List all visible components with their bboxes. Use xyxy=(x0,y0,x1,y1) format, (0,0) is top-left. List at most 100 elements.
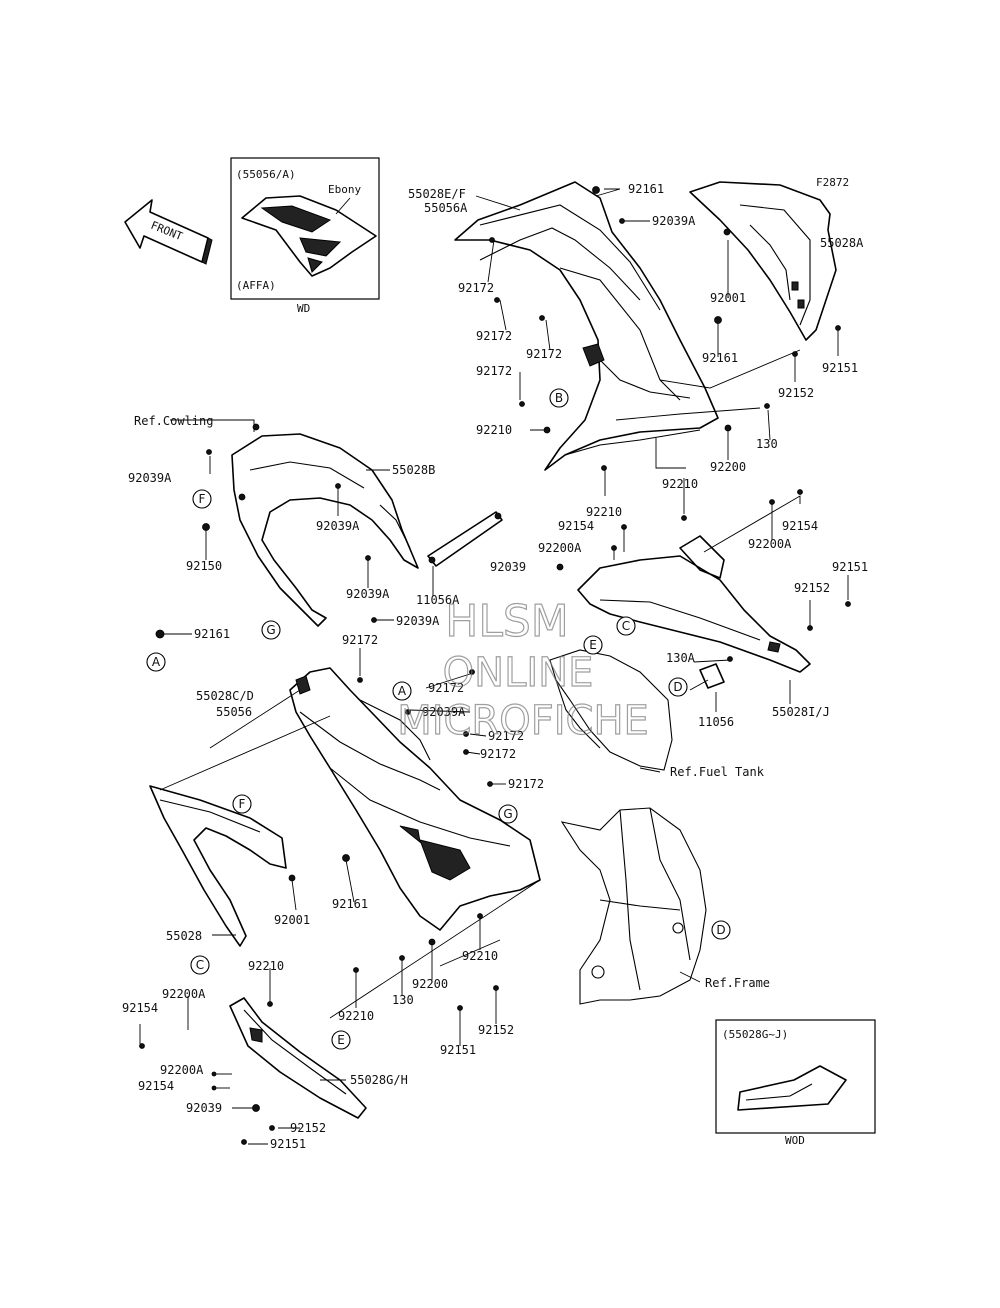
front-arrow-icon: FRONT xyxy=(124,199,213,265)
callout-label: G xyxy=(266,623,275,637)
callout-f-upper: F xyxy=(192,489,212,509)
callout-label: G xyxy=(503,807,512,821)
callout-label: B xyxy=(555,391,563,405)
part-label: 92200A xyxy=(748,537,792,551)
inset-top: (55056/A) Ebony (AFFA) WD xyxy=(230,157,380,315)
part-label: 92154 xyxy=(782,519,818,533)
callout-label: E xyxy=(337,1033,345,1047)
part-label: 92001 xyxy=(274,913,310,927)
ref-cowling-label: Ref.Cowling xyxy=(134,414,213,428)
part-label: 92039A xyxy=(422,705,466,719)
callout-label: C xyxy=(196,958,204,972)
part-label: 92172 xyxy=(342,633,378,647)
part-label: 55028E/F xyxy=(408,187,466,201)
part-label: 92039A xyxy=(652,214,696,228)
leader-lines xyxy=(139,188,849,1145)
part-label: 92172 xyxy=(476,364,512,378)
left-cover-55028 xyxy=(149,785,287,947)
front-arrow-label: FRONT xyxy=(149,219,185,244)
middle-cowl-55028IJ xyxy=(577,535,811,673)
part-label: 92210 xyxy=(662,477,698,491)
callout-label: C xyxy=(622,619,630,633)
part-label: 92172 xyxy=(508,777,544,791)
part-label: 92172 xyxy=(526,347,562,361)
part-label: 55028 xyxy=(166,929,202,943)
part-label: 92161 xyxy=(194,627,230,641)
part-label: 92172 xyxy=(480,747,516,761)
part-label: 92200 xyxy=(710,460,746,474)
watermark-line2: ONLINE xyxy=(443,650,594,696)
inset-top-caption: WD xyxy=(297,302,310,315)
callout-label: A xyxy=(152,655,161,669)
callout-label: D xyxy=(673,680,682,694)
part-label: 92152 xyxy=(778,386,814,400)
callout-e-lower: E xyxy=(331,1030,351,1050)
callout-g-upper: G xyxy=(261,620,281,640)
inset-bottom-header: (55028G~J) xyxy=(722,1028,788,1041)
part-label: 55028A xyxy=(820,236,864,250)
inset-top-cowl xyxy=(241,195,377,277)
part-label: 92200 xyxy=(412,977,448,991)
part-label: 11056 xyxy=(698,715,734,729)
part-label: 92200A xyxy=(160,1063,204,1077)
part-label: 55028I/J xyxy=(772,705,830,719)
callout-a-left: A xyxy=(146,652,166,672)
diagram-code: F2872 xyxy=(816,176,849,189)
callout-d-upper: D xyxy=(668,677,688,697)
part-label: 130A xyxy=(666,651,696,665)
ref-frame-label: Ref.Frame xyxy=(705,976,770,990)
part-label: 92039 xyxy=(186,1101,222,1115)
watermark-line1: HLSM xyxy=(445,596,569,647)
belly-pan-55028GH xyxy=(229,997,367,1119)
part-label: 92154 xyxy=(138,1079,174,1093)
right-cowl-part xyxy=(689,181,837,341)
part-label: 92172 xyxy=(458,281,494,295)
inset-bottom: (55028G~J) WOD xyxy=(715,1019,876,1147)
part-label: 92161 xyxy=(628,182,664,196)
part-label: 92161 xyxy=(702,351,738,365)
inset-top-color: Ebony xyxy=(328,183,361,196)
callout-label: E xyxy=(589,638,597,652)
side-panel-55028B xyxy=(231,433,419,627)
part-label: 55056 xyxy=(216,705,252,719)
part-label: 92210 xyxy=(586,505,622,519)
upper-cowl-part xyxy=(454,181,719,471)
part-label: 55028G/H xyxy=(350,1073,408,1087)
callout-c-upper: C xyxy=(616,616,636,636)
part-label: 92154 xyxy=(122,1001,158,1015)
callout-markers: B F G A A C E D xyxy=(146,388,731,1050)
part-label: 92200A xyxy=(538,541,582,555)
part-label: 92172 xyxy=(488,729,524,743)
part-label: 92001 xyxy=(710,291,746,305)
part-label: 92161 xyxy=(332,897,368,911)
bracket-11056 xyxy=(689,663,725,691)
part-label: 92200A xyxy=(162,987,206,1001)
part-number-labels: 55028E/F 55056 A 92161 92039A 92172 92172… xyxy=(122,182,868,1151)
callout-c-lower: C xyxy=(190,955,210,975)
part-label: 92172 xyxy=(476,329,512,343)
part-label: 92151 xyxy=(822,361,858,375)
part-label: 92210 xyxy=(248,959,284,973)
part-label: 92039 xyxy=(490,560,526,574)
lower-cowl-55028CD xyxy=(289,667,541,931)
part-label: 92154 xyxy=(558,519,594,533)
part-label: 92151 xyxy=(440,1043,476,1057)
part-label: 92039A xyxy=(128,471,172,485)
callout-label: F xyxy=(199,492,206,506)
watermark: HLSM ONLINE MICROFICHE xyxy=(397,595,650,744)
part-label: 92150 xyxy=(186,559,222,573)
part-label: 92210 xyxy=(462,949,498,963)
part-label: 92172 xyxy=(428,681,464,695)
callout-g-lower: G xyxy=(498,804,518,824)
callout-d-lower: D xyxy=(711,920,731,940)
inset-top-variant: (AFFA) xyxy=(236,279,276,292)
part-label: 55028C/D xyxy=(196,689,254,703)
callout-f-lower: F xyxy=(232,794,252,814)
inset-top-header: (55056/A) xyxy=(236,168,296,181)
part-label: 92151 xyxy=(832,560,868,574)
part-label: 92039A xyxy=(346,587,390,601)
inset-bottom-caption: WOD xyxy=(785,1134,805,1147)
part-label: 92152 xyxy=(794,581,830,595)
fuel-tank-outline xyxy=(549,649,673,771)
